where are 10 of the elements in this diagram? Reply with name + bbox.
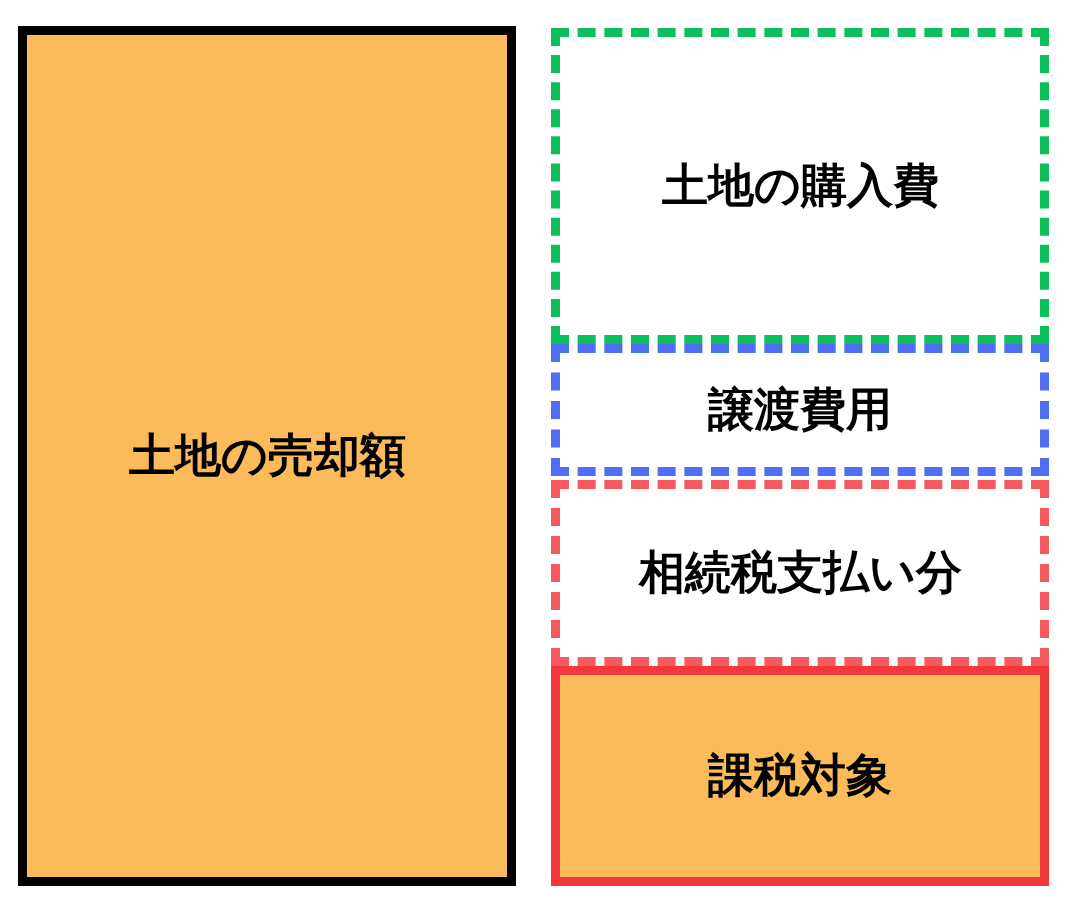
box-label: 譲渡費用 [708,381,892,438]
box-label: 土地の購入費 [661,157,939,214]
box-label: 土地の売却額 [128,427,406,484]
taxable-amount-box [551,666,1049,886]
purchase-cost-box [551,28,1049,344]
box-label: 課税対象 [708,747,892,804]
inheritance-tax-box [551,480,1049,666]
sale-amount-box [18,26,516,886]
transfer-cost-box [551,344,1049,476]
box-label: 相続税支払い分 [638,544,962,601]
